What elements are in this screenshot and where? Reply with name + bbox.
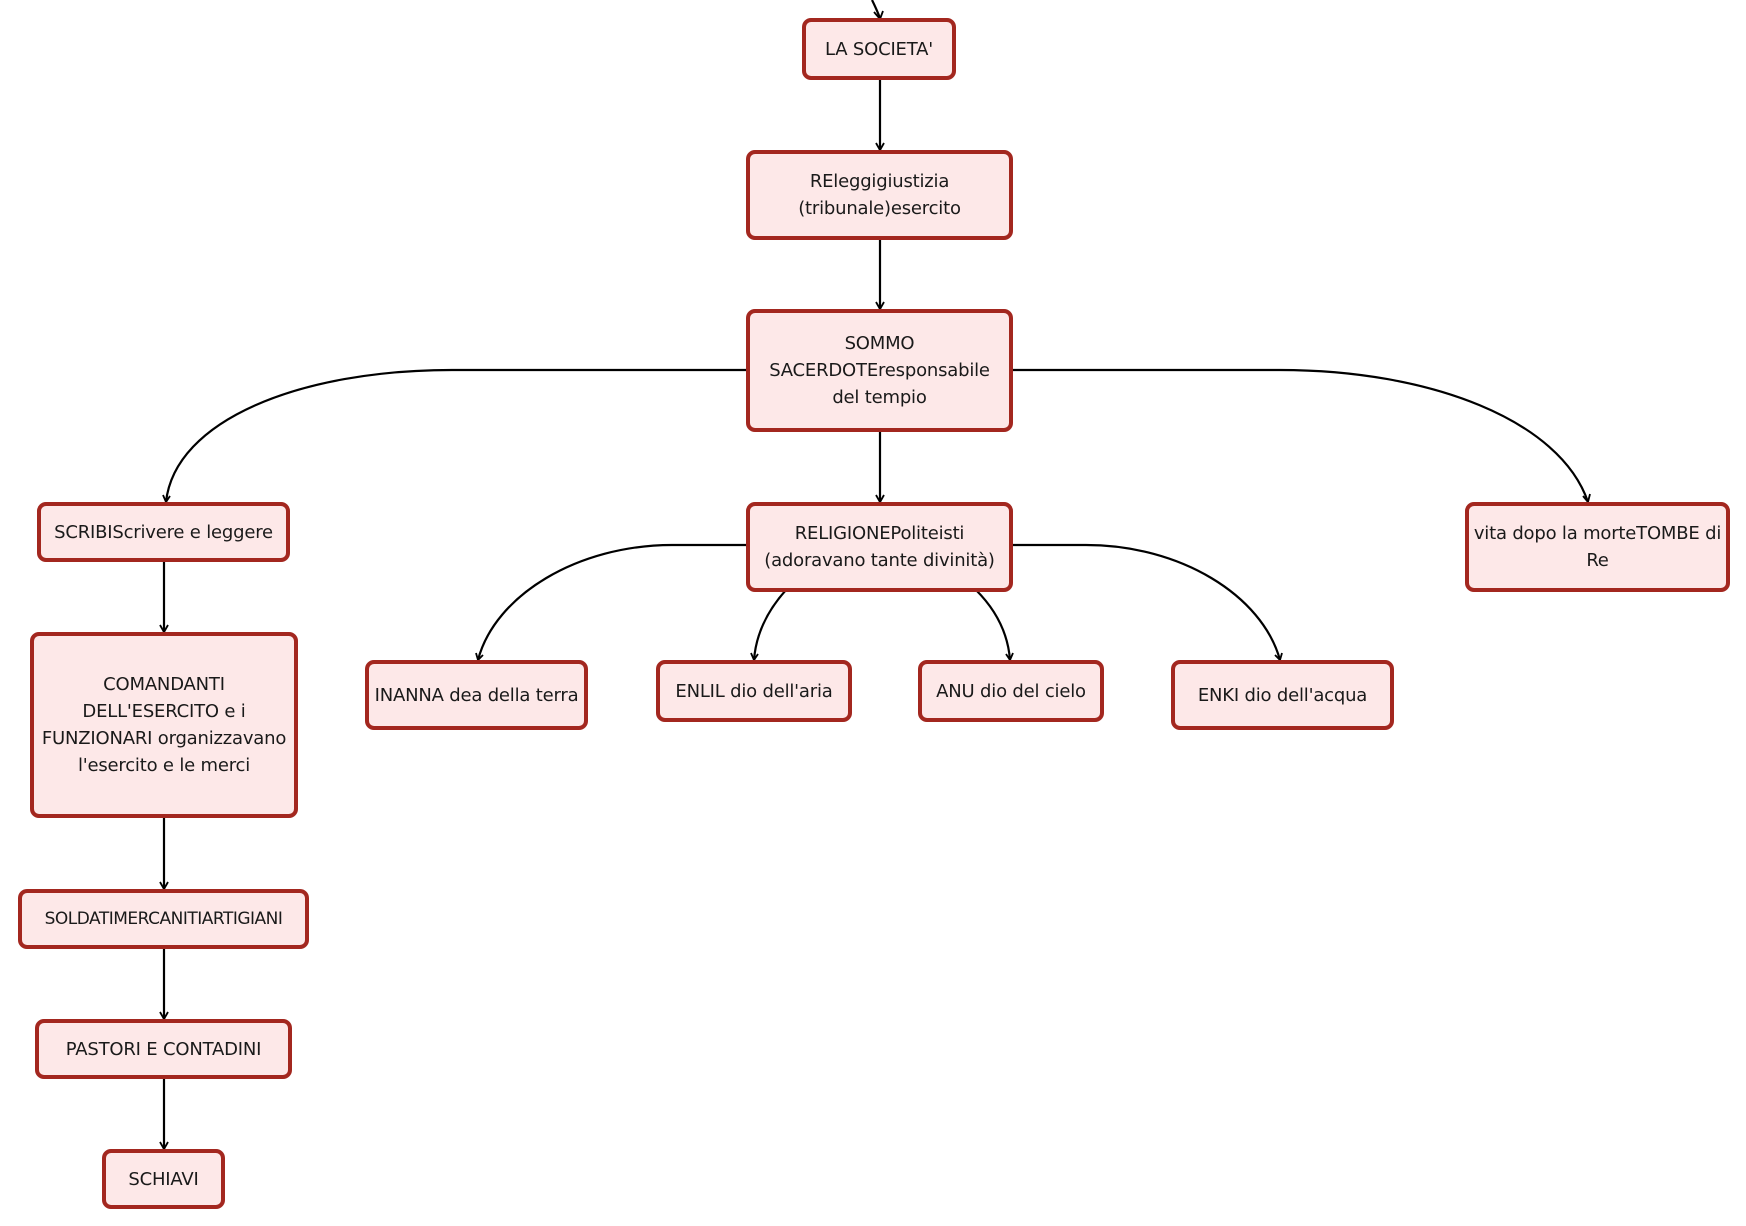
node-la-societa-label: LA SOCIETA' bbox=[825, 38, 933, 60]
node-anu[interactable]: ANU dio del cielo bbox=[918, 660, 1104, 722]
node-inanna-label: INANNA dea della terra bbox=[374, 684, 579, 706]
node-scribi-label: SCRIBIScrivere e leggere bbox=[54, 521, 273, 543]
node-anu-label: ANU dio del cielo bbox=[936, 680, 1086, 702]
node-comandanti[interactable]: COMANDANTI DELL'ESERCITO e i FUNZIONARI … bbox=[30, 632, 298, 818]
node-sommo-sacerdote-label: SOMMO SACERDOTEresponsabile del tempio bbox=[769, 333, 990, 408]
node-religione-label: RELIGIONEPoliteisti (adoravano tante div… bbox=[764, 523, 995, 571]
node-vita-dopo-la-morte[interactable]: vita dopo la morteTOMBE di Re bbox=[1465, 502, 1730, 592]
node-schiavi-label: SCHIAVI bbox=[128, 1168, 199, 1190]
node-enlil-label: ENLIL dio dell'aria bbox=[675, 680, 833, 702]
node-comandanti-label: COMANDANTI DELL'ESERCITO e i FUNZIONARI … bbox=[41, 674, 287, 776]
node-soldati-label: SOLDATIMERCANITIARTIGIANI bbox=[44, 908, 283, 929]
node-pastori[interactable]: PASTORI E CONTADINI bbox=[35, 1019, 292, 1079]
node-scribi[interactable]: SCRIBIScrivere e leggere bbox=[37, 502, 290, 562]
node-vita-dopo-la-morte-label: vita dopo la morteTOMBE di Re bbox=[1473, 523, 1722, 571]
edge-religione-enlil bbox=[752, 589, 787, 661]
edge-religione-inanna bbox=[476, 543, 748, 661]
node-re-label: REleggigiustizia (tribunale)esercito bbox=[798, 171, 961, 219]
node-enki-label: ENKI dio dell'acqua bbox=[1197, 684, 1368, 706]
edge-sommo-scribi bbox=[164, 368, 748, 503]
node-schiavi[interactable]: SCHIAVI bbox=[102, 1149, 225, 1209]
node-inanna[interactable]: INANNA dea della terra bbox=[365, 660, 588, 730]
node-enki[interactable]: ENKI dio dell'acqua bbox=[1171, 660, 1394, 730]
node-enlil[interactable]: ENLIL dio dell'aria bbox=[656, 660, 852, 722]
edge-incoming bbox=[871, 0, 882, 19]
node-sommo-sacerdote[interactable]: SOMMO SACERDOTEresponsabile del tempio bbox=[746, 309, 1013, 432]
edge-religione-enki bbox=[1012, 543, 1282, 661]
node-la-societa[interactable]: LA SOCIETA' bbox=[802, 18, 956, 80]
edge-sommo-vita bbox=[1012, 368, 1590, 503]
node-pastori-label: PASTORI E CONTADINI bbox=[65, 1038, 262, 1060]
node-re[interactable]: REleggigiustizia (tribunale)esercito bbox=[746, 150, 1013, 240]
node-soldati[interactable]: SOLDATIMERCANITIARTIGIANI bbox=[18, 889, 309, 949]
edge-religione-anu bbox=[975, 589, 1012, 661]
node-religione[interactable]: RELIGIONEPoliteisti (adoravano tante div… bbox=[746, 502, 1013, 592]
arrowheads bbox=[159, 142, 1591, 1151]
